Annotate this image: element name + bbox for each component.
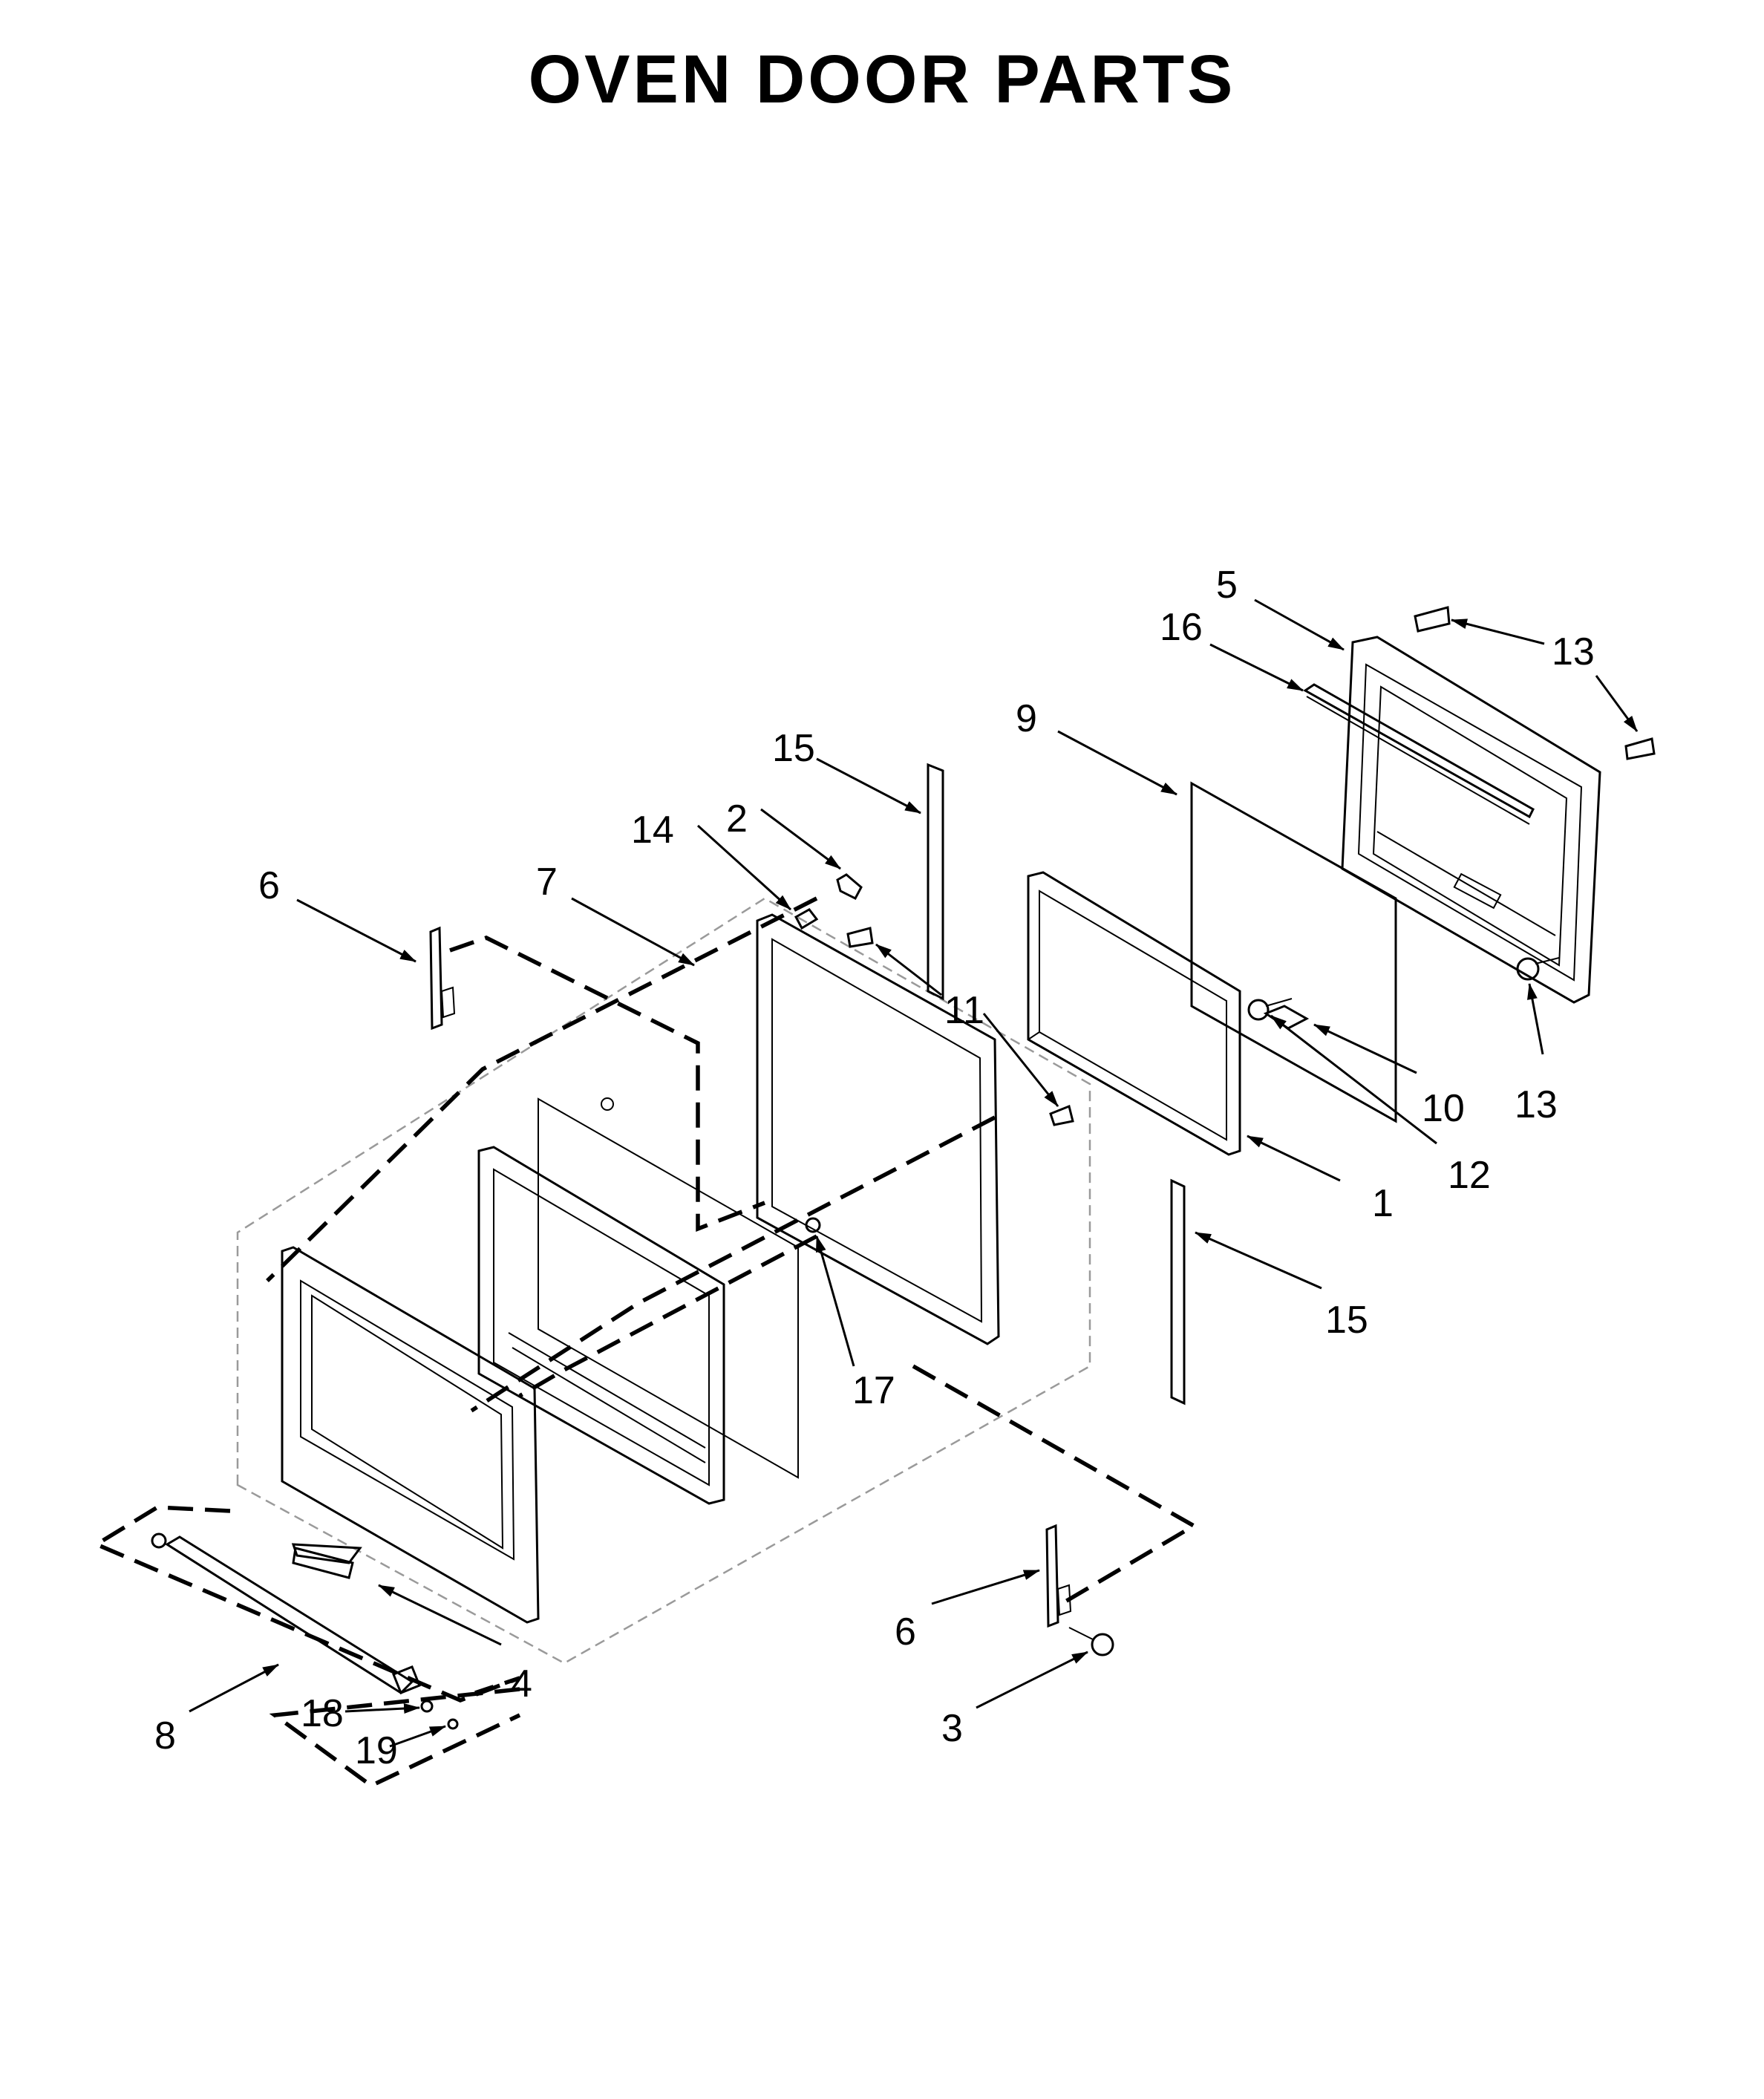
callout-6-lower: 6: [895, 1610, 916, 1654]
inner-glass: [538, 1097, 799, 1479]
screw-3: [1068, 1627, 1114, 1656]
callout-1: 1: [1372, 1182, 1394, 1225]
callout-17: 17: [852, 1369, 895, 1412]
callout-16: 16: [1160, 606, 1203, 649]
screw-19: [447, 1718, 459, 1730]
callout-9: 9: [1016, 697, 1037, 740]
leader-lines: [189, 598, 1639, 1748]
side-trim-lower: [1170, 1178, 1186, 1406]
callout-12: 12: [1448, 1154, 1491, 1197]
assembly-ghost-outline: [236, 897, 1091, 1665]
small-clip: [794, 908, 819, 930]
inner-door-frame: [1341, 636, 1601, 1004]
clip: [836, 873, 863, 900]
door-liner-frame: [477, 913, 1000, 1505]
callout-18: 18: [301, 1692, 344, 1735]
callout-10: 10: [1422, 1087, 1465, 1130]
callout-6-upper: 6: [258, 864, 280, 907]
glass-panel: [1190, 781, 1397, 1123]
glass-pack-frame: [1027, 871, 1241, 1156]
callout-3: 3: [941, 1707, 963, 1750]
screws-13: [1414, 606, 1656, 981]
screw-12: [1247, 998, 1293, 1021]
callout-13-upper: 13: [1552, 630, 1595, 673]
callout-4: 4: [511, 1662, 532, 1705]
callout-15-upper: 15: [772, 727, 815, 770]
callout-15-lower: 15: [1325, 1299, 1368, 1342]
callout-labels: 1 2 3 4 5 6 6 7 8 9 10 11 12 13 13 14 15…: [154, 564, 1595, 1772]
side-trim-upper: [927, 763, 944, 1001]
screws-11: [846, 927, 1074, 1126]
washer-18: [420, 1700, 434, 1713]
assembly-guide-lines: [92, 896, 1198, 1789]
callout-11: 11: [944, 989, 984, 1032]
door-handle: [151, 1532, 421, 1694]
page-title: OVEN DOOR PARTS: [528, 42, 1236, 117]
outer-door-panel: [281, 1246, 540, 1624]
callout-8: 8: [154, 1714, 176, 1757]
washer-upper: [601, 1097, 614, 1111]
callout-5: 5: [1216, 564, 1238, 607]
callout-19: 19: [355, 1729, 398, 1772]
callout-7: 7: [536, 861, 558, 904]
callout-13-lower: 13: [1515, 1083, 1558, 1126]
callout-2: 2: [726, 797, 748, 840]
door-badge: [292, 1547, 354, 1579]
hinges: [429, 926, 1072, 1628]
trim-strip: [1303, 683, 1535, 825]
callout-14: 14: [631, 809, 674, 852]
